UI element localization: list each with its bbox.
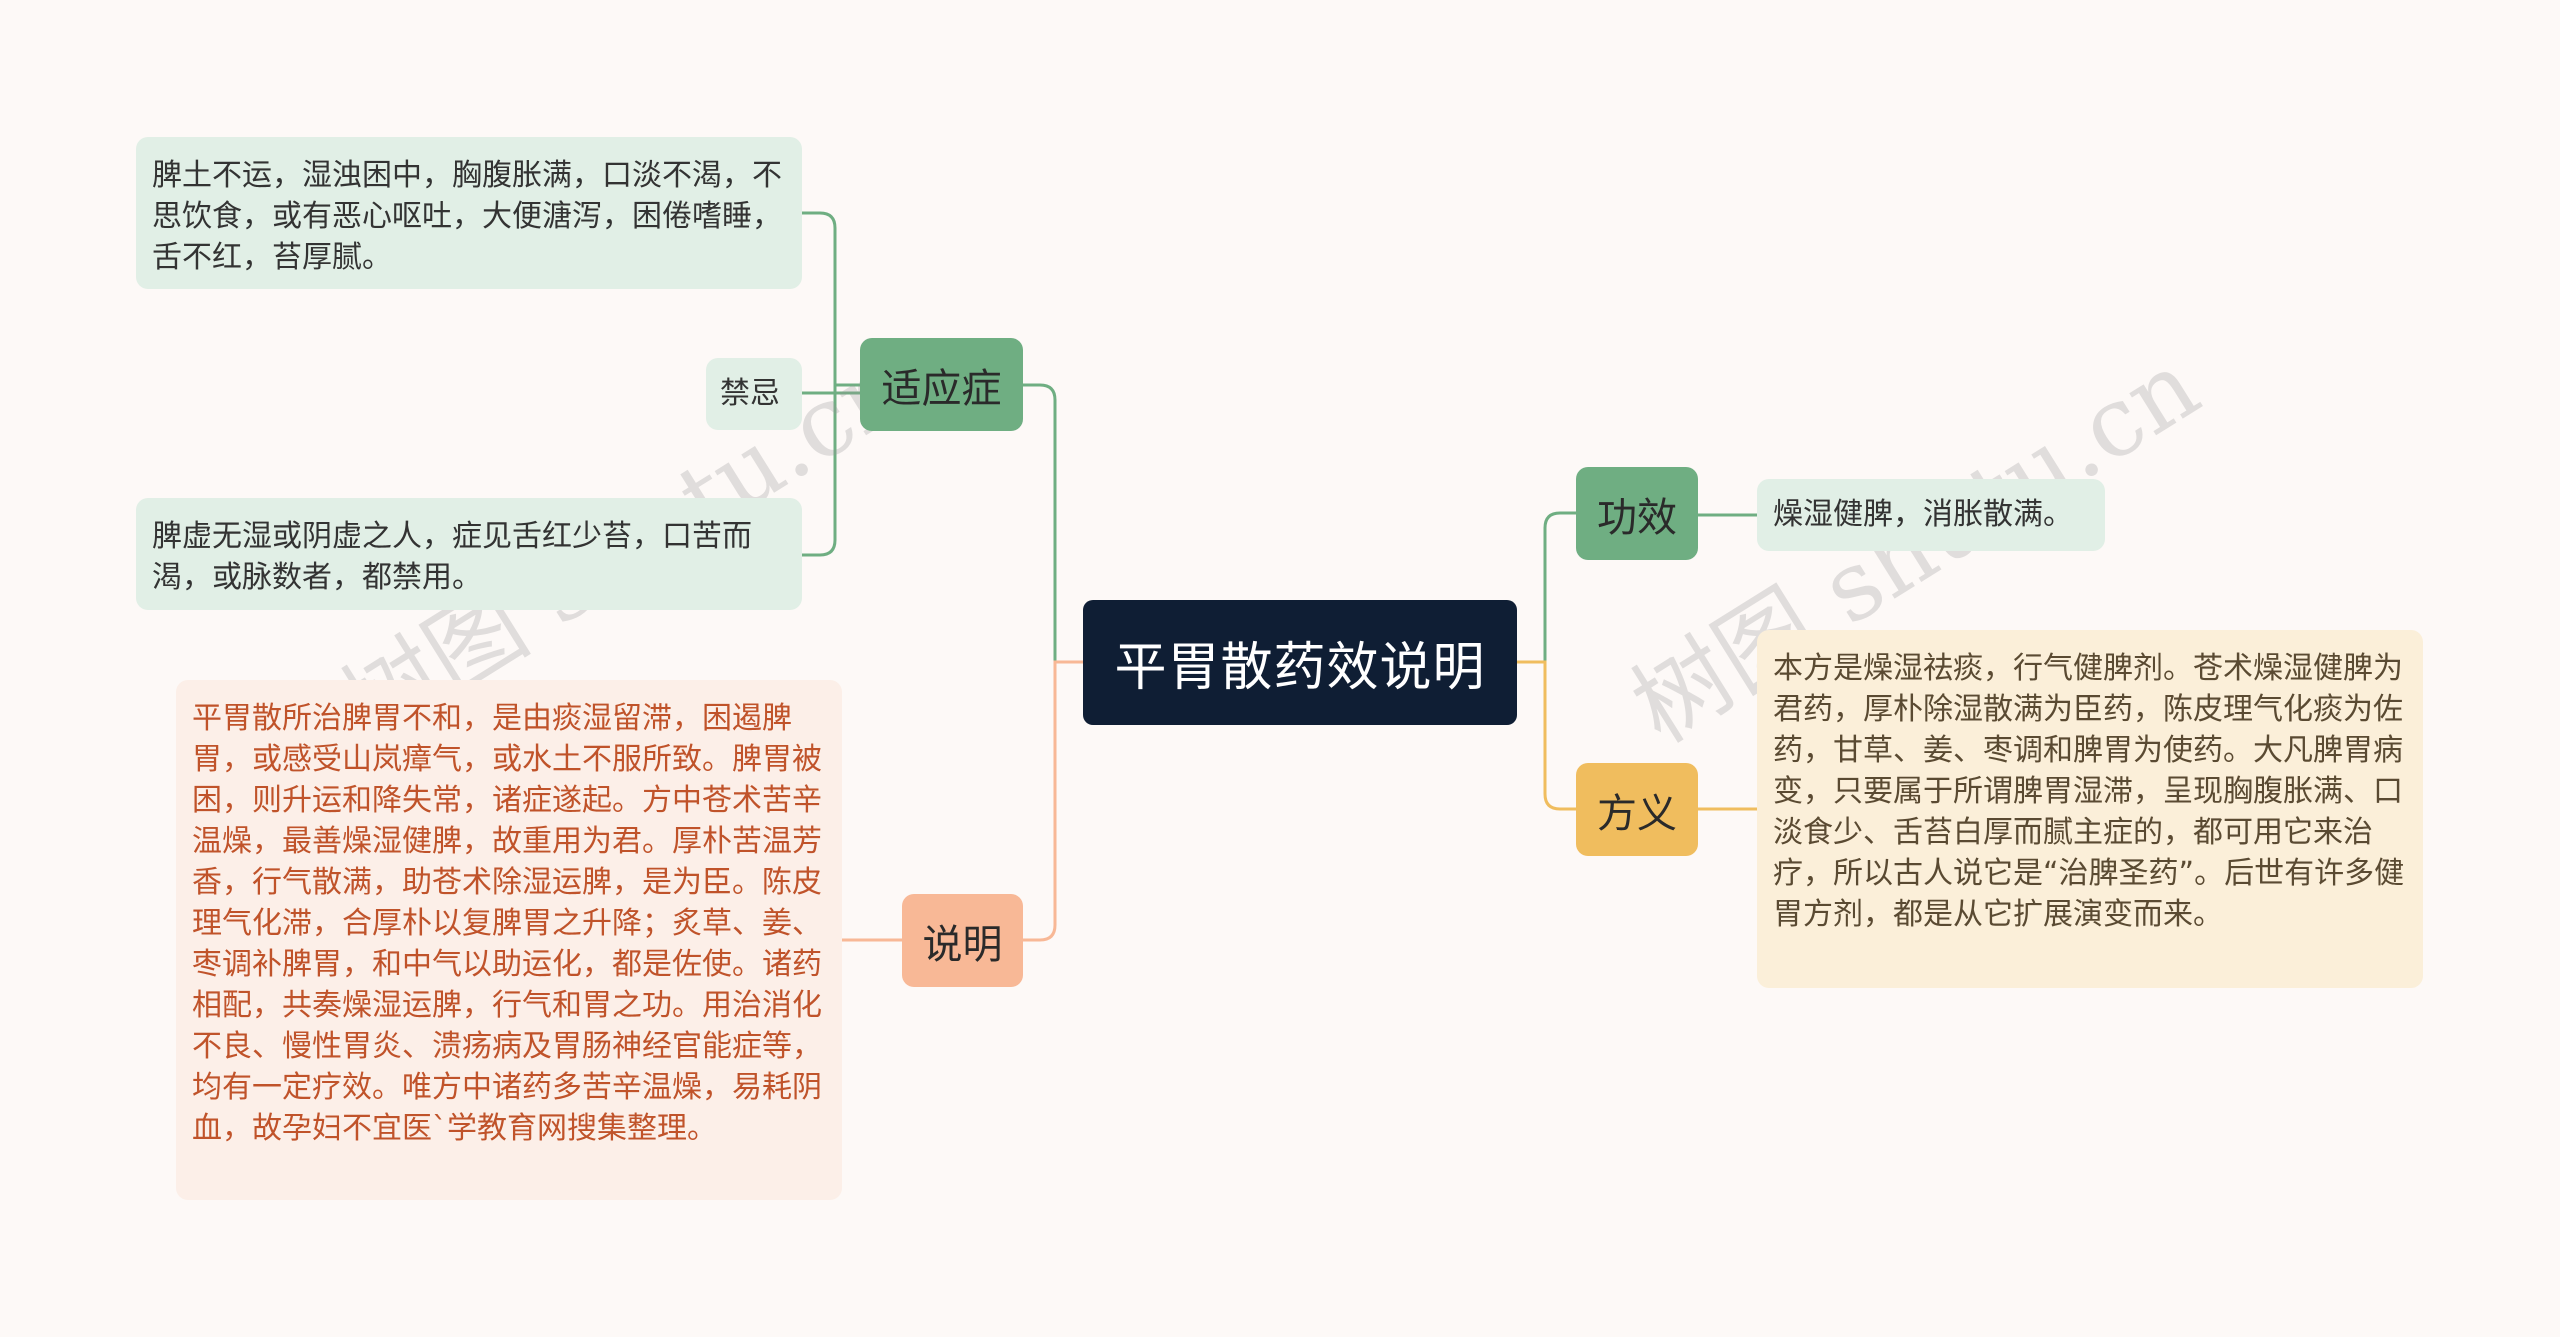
leaf-contraindications[interactable]: 脾虚无湿或阴虚之人，症见舌红少苔，口苦而渴，或脉数者，都禁用。	[136, 498, 802, 610]
leaf-indications-symptoms[interactable]: 脾土不运，湿浊困中，胸腹胀满，口淡不渴，不思饮食，或有恶心呕吐，大便溏泻，困倦嗜…	[136, 137, 802, 289]
leaf-formula-meaning-text[interactable]: 本方是燥湿祛痰，行气健脾剂。苍术燥湿健脾为君药，厚朴除湿散满为臣药，陈皮理气化痰…	[1757, 630, 2423, 988]
link-shiying-leaf1	[802, 211, 860, 387]
leaf-contraindications-label[interactable]: 禁忌	[706, 358, 802, 430]
leaf-efficacy-text[interactable]: 燥湿健脾，消胀散满。	[1757, 479, 2105, 551]
branch-explanation[interactable]: 说明	[902, 894, 1023, 987]
link-root-shuoming	[1023, 660, 1083, 942]
link-shiying-leaf2	[802, 383, 860, 557]
branch-indications[interactable]: 适应症	[860, 338, 1023, 431]
link-root-shiying	[1023, 383, 1083, 664]
link-root-fangyi	[1517, 660, 1576, 811]
leaf-explanation-text[interactable]: 平胃散所治脾胃不和，是由痰湿留滞，困遏脾胃，或感受山岚瘴气，或水土不服所致。脾胃…	[176, 680, 842, 1200]
branch-efficacy[interactable]: 功效	[1576, 467, 1698, 560]
root-node[interactable]: 平胃散药效说明	[1083, 600, 1517, 725]
branch-formula-meaning[interactable]: 方义	[1576, 763, 1698, 856]
link-root-gongxiao	[1517, 511, 1576, 664]
